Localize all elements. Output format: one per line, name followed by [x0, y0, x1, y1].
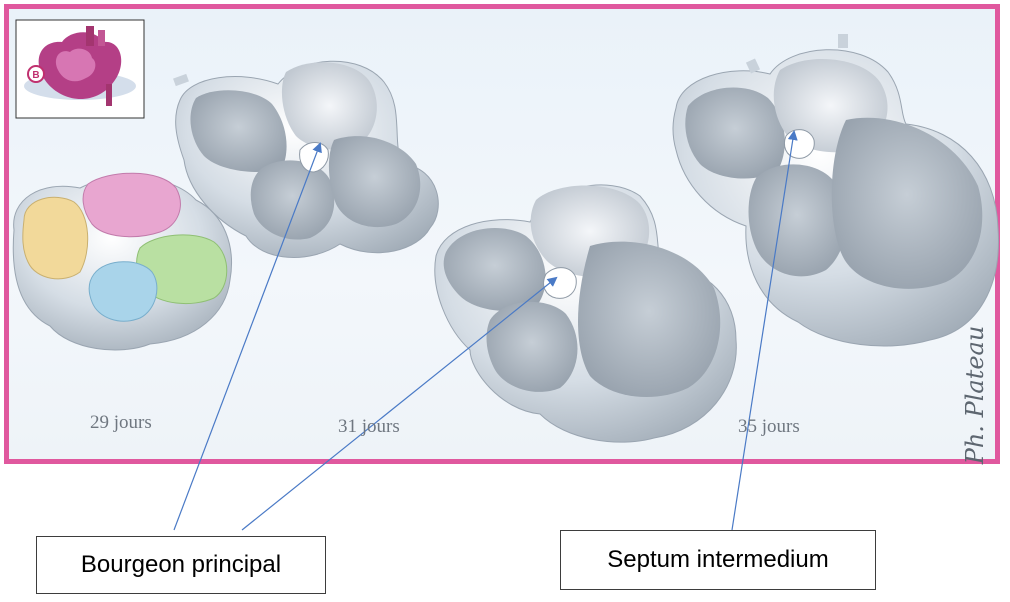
callout-septum-intermedium: Septum intermedium: [560, 530, 876, 590]
label-35-days: 35 jours: [738, 416, 800, 437]
heart-29-days: [12, 172, 232, 351]
arrow-bourgeon-to-heart-31: [173, 142, 322, 531]
heart-middle: [434, 184, 737, 443]
label-31-days: 31 jours: [338, 416, 400, 437]
arrow-septum-to-heart-35: [731, 130, 798, 531]
orientation-inset: [15, 19, 145, 119]
arrow-bourgeon-to-heart-middle: [241, 276, 558, 531]
artist-signature: Ph. Plateau: [961, 325, 989, 465]
heart-35-days: [672, 34, 999, 347]
callout-bourgeon-principal: Bourgeon principal: [36, 536, 326, 594]
inset-badge: B: [32, 70, 39, 81]
heart-31-days: [173, 60, 439, 258]
label-29-days: 29 jours: [90, 412, 152, 433]
